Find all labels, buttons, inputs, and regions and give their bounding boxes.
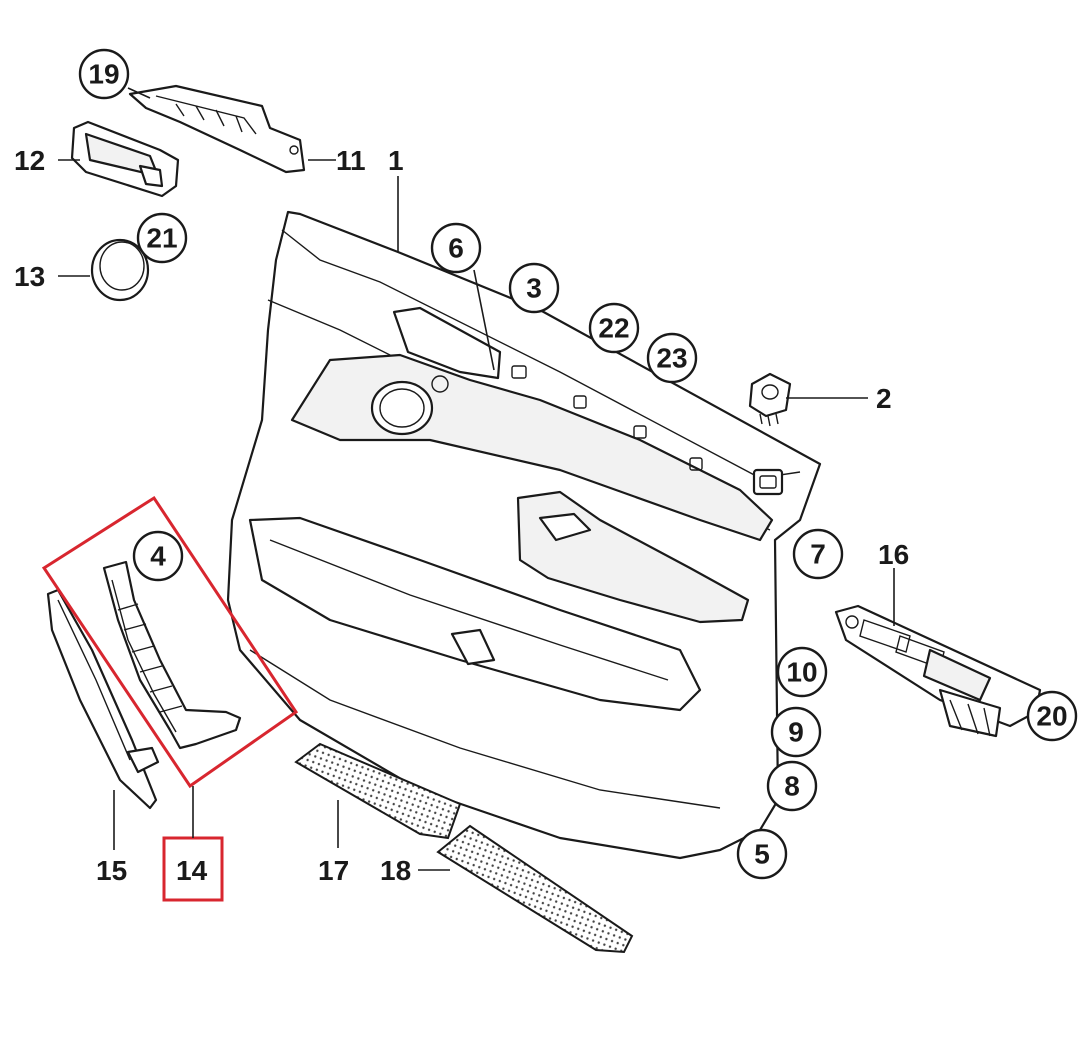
leader-lines — [58, 87, 895, 871]
label-12: 12 — [14, 145, 45, 176]
handle-frame — [102, 560, 242, 750]
svg-text:22: 22 — [598, 313, 629, 344]
speaker-cap — [90, 238, 150, 302]
svg-text:21: 21 — [146, 223, 177, 254]
svg-text:23: 23 — [656, 343, 687, 374]
label-2: 2 — [876, 383, 892, 414]
label-17: 17 — [318, 855, 349, 886]
door-panel — [226, 210, 822, 860]
callout-4: 4 — [132, 530, 184, 582]
label-1: 1 — [388, 145, 404, 176]
trim-strip — [46, 588, 160, 810]
svg-text:7: 7 — [810, 539, 826, 570]
svg-text:3: 3 — [526, 273, 542, 304]
callout-22: 22 — [588, 302, 640, 354]
svg-text:4: 4 — [150, 541, 166, 572]
svg-text:10: 10 — [786, 657, 817, 688]
svg-text:6: 6 — [448, 233, 464, 264]
callout-7: 7 — [792, 528, 844, 580]
svg-text:19: 19 — [88, 59, 119, 90]
mesh-grilles — [294, 742, 634, 954]
callout-10: 10 — [776, 646, 828, 698]
callout-21: 21 — [136, 212, 188, 264]
callout-8: 8 — [766, 760, 818, 812]
handle-insert — [70, 120, 180, 198]
callout-19: 19 — [78, 48, 130, 100]
handle-bracket — [128, 84, 306, 174]
label-18: 18 — [380, 855, 411, 886]
callout-23: 23 — [646, 332, 698, 384]
label-11: 11 — [336, 145, 366, 176]
label-15: 15 — [96, 855, 127, 886]
svg-text:8: 8 — [784, 771, 800, 802]
label-13: 13 — [14, 261, 45, 292]
svg-text:5: 5 — [754, 839, 770, 870]
callout-20: 20 — [1026, 690, 1078, 742]
clip-part — [748, 372, 792, 427]
callout-3: 3 — [508, 262, 560, 314]
callout-9: 9 — [770, 706, 822, 758]
callout-6: 6 — [430, 222, 482, 274]
callout-5: 5 — [736, 828, 788, 880]
svg-text:20: 20 — [1036, 701, 1067, 732]
label-14: 14 — [176, 855, 208, 886]
label-16: 16 — [878, 539, 909, 570]
svg-text:9: 9 — [788, 717, 804, 748]
window-switch-block — [834, 604, 1042, 738]
